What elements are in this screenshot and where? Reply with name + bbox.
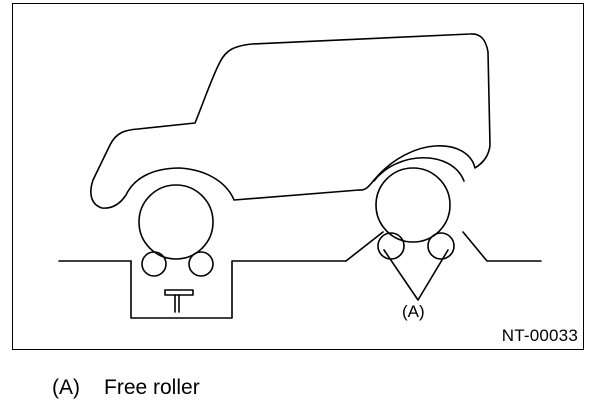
rear-wheel-icon [138, 184, 214, 260]
legend-key: (A) [52, 376, 80, 399]
callout-leader [383, 249, 449, 301]
figure-frame [12, 3, 584, 350]
roller-stand [345, 231, 542, 262]
figure-code: NT-00033 [501, 326, 578, 345]
free-roller-right-icon [427, 232, 455, 260]
pit-outline [130, 260, 347, 319]
pit-roller-right-icon [188, 251, 214, 277]
vehicle-outline-icon [90, 33, 491, 209]
legend-text: Free roller [104, 376, 200, 399]
free-roller-left-icon [377, 232, 405, 260]
callout-label: (A) [402, 302, 425, 321]
legend-item: (A) Free roller [52, 376, 200, 400]
front-wheel-icon [375, 167, 451, 243]
pit-roller-left-icon [141, 251, 167, 277]
front-wheel-arch [373, 156, 465, 182]
